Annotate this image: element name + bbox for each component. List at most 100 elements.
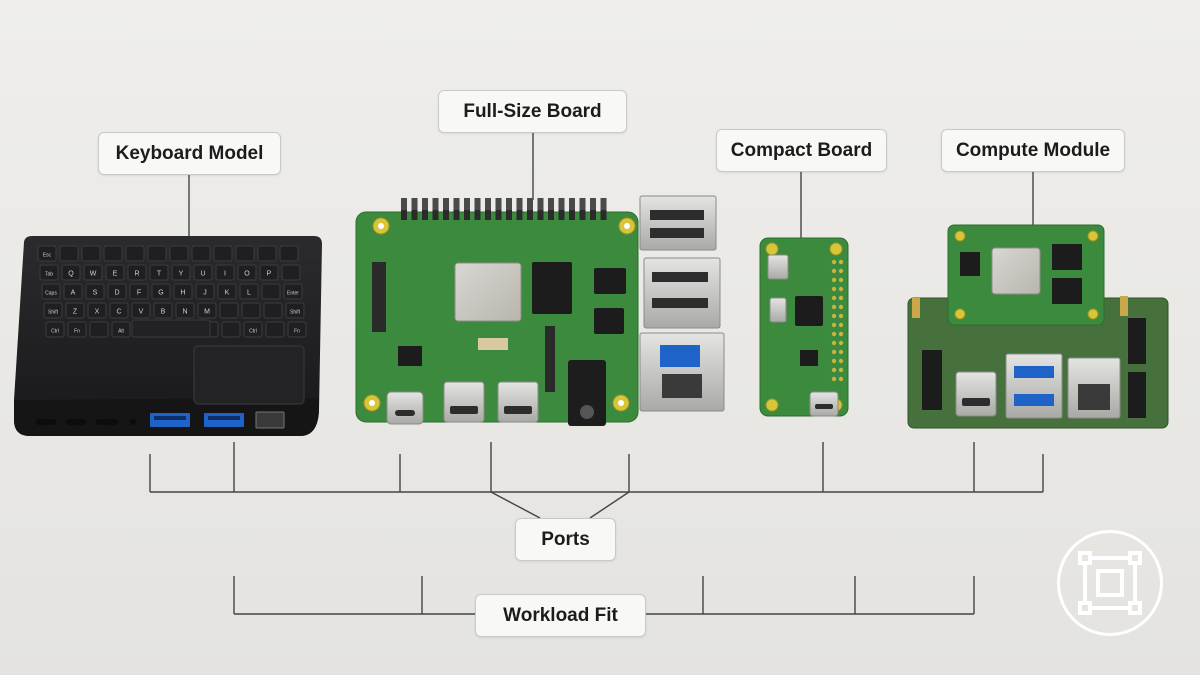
keyboard-key (191, 245, 211, 262)
keyboard-key (107, 283, 127, 300)
gpio-pin (464, 210, 470, 220)
keyboard-key-label: S (93, 290, 98, 297)
gpio-pin (516, 198, 523, 214)
keyboard-key-label: C (116, 309, 121, 316)
pin-hole (831, 376, 837, 382)
gpio-pin (579, 198, 586, 214)
pin-hole (831, 286, 837, 292)
gpio-pin (411, 198, 418, 214)
pin-hole (838, 358, 844, 364)
compute-soc (991, 247, 1041, 295)
keyboard-key (151, 283, 171, 300)
pin-hole (838, 313, 844, 319)
keyboard-key-label: P (267, 271, 272, 278)
gpio-pin (443, 210, 449, 220)
keyboard-key (263, 302, 283, 319)
ethernet-port (255, 411, 285, 429)
keyboard-key-label: E (113, 271, 118, 278)
pin-hole (831, 358, 837, 364)
keyboard-key-label: R (134, 271, 139, 278)
pin-hole (831, 304, 837, 310)
keyboard-key-label: Fn (294, 329, 300, 335)
gpio-pin (558, 210, 565, 220)
keyboard-key-label: Fn (74, 329, 80, 335)
keyboard-key-label: Y (179, 271, 184, 278)
keyboard-key (217, 283, 237, 300)
keyboard-key (195, 283, 215, 300)
keyboard-key-label: J (203, 290, 207, 297)
compact-pin-holes (831, 259, 844, 382)
keyboard-key-label: U (200, 271, 205, 278)
keyboard-key (111, 321, 131, 338)
keyboard-key (215, 264, 235, 281)
keyboard-key-label: Tab (45, 272, 53, 278)
keyboard-key-label: Alt (118, 329, 124, 335)
pin-hole (838, 340, 844, 346)
pin-hole (838, 268, 844, 274)
gpio-pin (548, 198, 554, 214)
keyboard-key (109, 302, 129, 319)
pin-hole (838, 277, 844, 283)
keyboard-key-label: K (225, 290, 230, 297)
gpio-pin (401, 198, 407, 214)
pin-hole (838, 367, 844, 373)
gpio-pin (516, 210, 523, 220)
keyboard-key (257, 245, 277, 262)
keyboard-key (171, 264, 191, 281)
gpio-pin (495, 198, 502, 214)
keyboard-key (219, 302, 239, 319)
full-size-board (355, 195, 725, 426)
keyboard-key-label: Z (73, 309, 78, 316)
keyboard-key (197, 302, 217, 319)
keyboard-key (283, 283, 303, 300)
pin-hole (838, 286, 844, 292)
pin-hole (831, 367, 837, 373)
module-diagram-icon (1057, 530, 1163, 636)
keyboard-key (125, 245, 145, 262)
keyboard-key-label: Ctrl (51, 329, 59, 335)
gpio-pin (453, 198, 460, 214)
keyboard-key-label: F (137, 290, 141, 297)
keyboard-key-label: M (204, 309, 210, 316)
gpio-pin (600, 210, 607, 220)
keyboard-key (175, 302, 195, 319)
touchpad (193, 345, 305, 405)
pin-hole (838, 376, 844, 382)
keyboard-key (81, 245, 101, 262)
keyboard-key-label: Shift (48, 310, 59, 316)
gpio-pin (600, 198, 607, 214)
gpio-pin (422, 198, 428, 214)
gpio-pin (569, 210, 575, 220)
keyboard-key-label: Q (68, 271, 74, 278)
workload-fit-label: Workload Fit (475, 594, 646, 637)
keyboard-key (105, 264, 125, 281)
pin-hole (831, 268, 837, 274)
pin-hole (838, 331, 844, 337)
keyboard-key (153, 302, 173, 319)
keyboard-key (239, 283, 259, 300)
keyboard-key (61, 264, 81, 281)
pin-hole (831, 340, 837, 346)
keyboard-key (59, 245, 79, 262)
usb3-port-stack (643, 257, 721, 329)
keyboard-key (147, 245, 167, 262)
keyboard-key-label: T (157, 271, 162, 278)
keyboard-model-label: Keyboard Model (98, 132, 281, 175)
gpio-pin (527, 198, 533, 214)
keyboard-key (287, 321, 307, 338)
keyboard-key (103, 245, 123, 262)
keyboard-key (85, 283, 105, 300)
ethernet-usb-stack (639, 332, 725, 412)
keyboard-key (241, 302, 261, 319)
full-size-board-label: Full-Size Board (438, 90, 627, 133)
compact-board-label: Compact Board (716, 129, 887, 172)
keyboard-key-label: L (247, 290, 251, 297)
keyboard-key (43, 302, 63, 319)
gpio-pin (432, 198, 439, 214)
pin-hole (831, 277, 837, 283)
compact-board (759, 237, 849, 417)
micro-hdmi-port (497, 381, 539, 423)
keyboard-key (261, 283, 281, 300)
gpio-pin (453, 210, 460, 220)
